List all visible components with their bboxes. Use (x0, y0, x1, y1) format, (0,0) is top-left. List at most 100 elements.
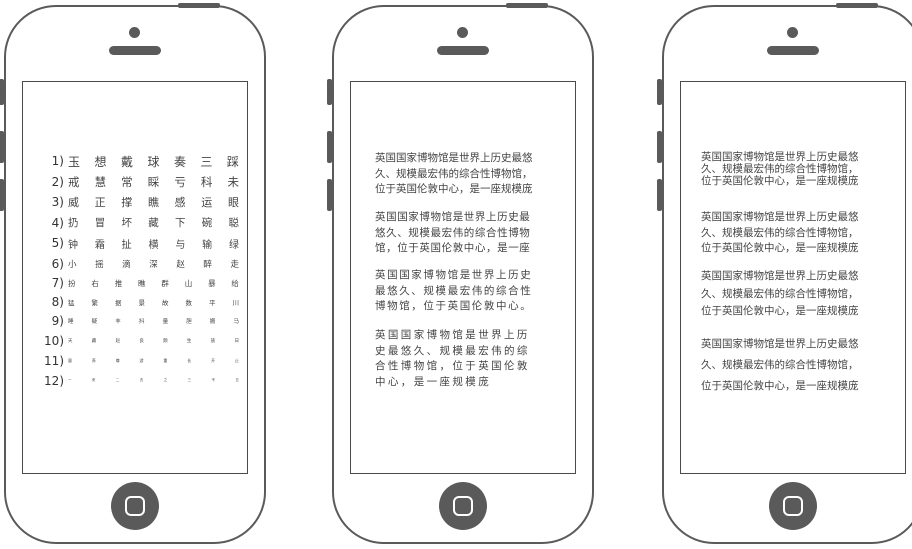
paragraph-line: 英国国家博物馆是世界上历史最悠 (375, 152, 533, 164)
chart-character: 丰 (115, 319, 121, 325)
paragraph-line: 久、规模最宏伟的综合性博物馆， (701, 163, 859, 175)
chart-character: 醉 (203, 259, 212, 270)
chart-character: 五 (235, 378, 239, 382)
chart-character: 想 (94, 154, 107, 169)
screen-text-spacing: 英国国家博物馆是世界上历史最悠久、规模最宏伟的综合性博物馆， 位于英国伦敦中心，是… (350, 81, 576, 474)
volume-down-button (327, 179, 332, 211)
chart-character: 三 (200, 154, 213, 169)
chart-character: 冒 (94, 217, 106, 230)
chart-character: 量 (162, 319, 169, 325)
row-number: 5) (51, 236, 64, 251)
eye-chart-row: 4)扔冒坏藏下碗聪 (34, 213, 243, 234)
chart-character: 钟 (68, 239, 78, 251)
paragraph-line: 博物馆，位于英国伦敦中心。 (375, 300, 533, 312)
chart-character: 走 (230, 259, 239, 270)
paragraph-line: 久、规模最宏伟的综合性博物馆， (375, 167, 533, 180)
mute-switch (657, 79, 662, 105)
eye-chart-row: 3)威正撑瞧感运眼 (34, 192, 243, 213)
chart-character: 霜 (94, 239, 105, 251)
mute-switch (0, 79, 4, 105)
chart-character: 猛 (68, 299, 75, 307)
chart-character: 扯 (121, 239, 132, 251)
camera (129, 27, 140, 38)
paragraph-line: 位于英国伦敦中心，是一座规模庞 (701, 175, 859, 187)
chart-character: 摇 (95, 259, 104, 270)
chart-character: 与 (175, 239, 186, 251)
chart-character: 族 (210, 338, 216, 344)
chart-character: 撑 (121, 196, 133, 210)
chart-character: 下 (175, 217, 186, 230)
paragraph-line: 中心，是一座规模庞 (375, 375, 492, 388)
chart-character: 奏 (173, 154, 186, 169)
chart-character: 搬 (209, 319, 216, 325)
paragraph-line: 位于英国伦敦中心，是一座规模庞 (375, 183, 533, 195)
chart-character: 来 (91, 378, 96, 382)
chart-character: 川 (232, 299, 240, 307)
paragraph-letter-spacing: 英国国家博物馆是世界上历史最悠久、规模最宏伟的综合性博物馆，位于英国伦敦中心。 (375, 268, 553, 315)
row-number: 7) (51, 276, 64, 290)
chart-character: 威 (68, 196, 79, 210)
eye-chart-row: 12)一来二去之三不五 (34, 371, 243, 391)
chart-character: 瞧 (138, 278, 146, 288)
chart-character: 绿 (228, 239, 239, 251)
chart-character: 碗 (201, 217, 213, 230)
speaker (437, 46, 489, 55)
chart-character: 推 (114, 278, 123, 288)
chart-character: 颇 (163, 338, 168, 344)
paragraph-line: 位于英国伦敦中心，是一座规模庞 (701, 242, 859, 254)
chart-character: 戒 (68, 174, 80, 189)
chart-character: 正 (94, 196, 106, 210)
chart-character: 踩 (226, 154, 239, 169)
chart-character: 右 (91, 278, 99, 288)
power-button (836, 3, 878, 8)
paragraph-line: 久、规模最宏伟的综合性博物馆， (701, 287, 859, 300)
row-characters: 一来二去之三不五 (68, 378, 243, 383)
chart-character: 滴 (122, 259, 131, 270)
chart-character: 山 (184, 278, 193, 288)
paragraph-line-spacing: 英国国家博物馆是世界上历史最悠久、规模最宏伟的综合性博物馆，位于英国伦敦中心，是… (701, 151, 891, 187)
chart-character: 睬 (147, 174, 160, 189)
chart-character: 重 (163, 357, 168, 363)
chart-character: 小 (68, 259, 77, 270)
chart-character: 数 (185, 299, 193, 307)
row-characters: 扮右推瞧群山暴给 (68, 278, 243, 289)
paragraph-letter-spacing: 英国国家博物馆是世界上历史最悠久、规模最宏伟的综合性博物馆，位于英国伦敦中心，是… (375, 328, 553, 390)
square-icon (783, 496, 803, 516)
row-characters: 小摇滴深赵醉走 (68, 258, 243, 270)
chart-character: 去 (139, 378, 144, 382)
chart-character: 良 (139, 338, 144, 344)
eye-chart-row: 10)天藏赵良颇生族日 (34, 331, 243, 351)
chart-character: 坏 (121, 217, 133, 230)
chart-character: 天 (68, 338, 73, 344)
paragraph-line: 悠久、规模最宏伟的综合性博物 (375, 226, 531, 239)
chart-character: 戴 (120, 154, 133, 169)
chart-character: 未 (227, 174, 239, 189)
chart-character: 马 (233, 319, 239, 325)
chart-character: 一 (68, 378, 72, 382)
row-characters: 猛繁据景故数平川 (68, 297, 243, 307)
square-icon (125, 496, 145, 516)
chart-character: 赵 (115, 338, 121, 344)
eye-chart-row: 9)睡疑丰抖量胆搬马 (34, 312, 243, 331)
paragraph-line: 英国国家博物馆是世界上历史最悠 (701, 270, 859, 282)
chart-character: 游 (139, 357, 144, 363)
volume-up-button (0, 131, 4, 163)
square-icon (453, 496, 473, 516)
paragraph-line: 英国国家博物馆是世界上历 (375, 329, 530, 341)
chart-character: 三 (187, 378, 192, 382)
chart-character: 开 (211, 357, 216, 363)
paragraph-line: 英国国家博物馆是世界上历史最悠 (701, 151, 859, 163)
power-button (178, 3, 220, 8)
power-button (506, 3, 548, 8)
chart-character: 长 (187, 357, 192, 363)
paragraph-line-spacing: 英国国家博物馆是世界上历史最悠久、规模最宏伟的综合性博物馆，位于英国伦敦中心，是… (701, 268, 891, 321)
home-button (111, 482, 159, 530)
row-number: 1) (51, 154, 64, 169)
row-number: 9) (51, 314, 64, 328)
chart-character: 量 (68, 357, 72, 363)
paragraph-line: 合性博物馆，位于英国伦敦 (375, 360, 530, 372)
chart-character: 藏 (91, 338, 97, 344)
paragraph-line: 馆，位于英国伦敦中心，是一座 (375, 242, 531, 254)
